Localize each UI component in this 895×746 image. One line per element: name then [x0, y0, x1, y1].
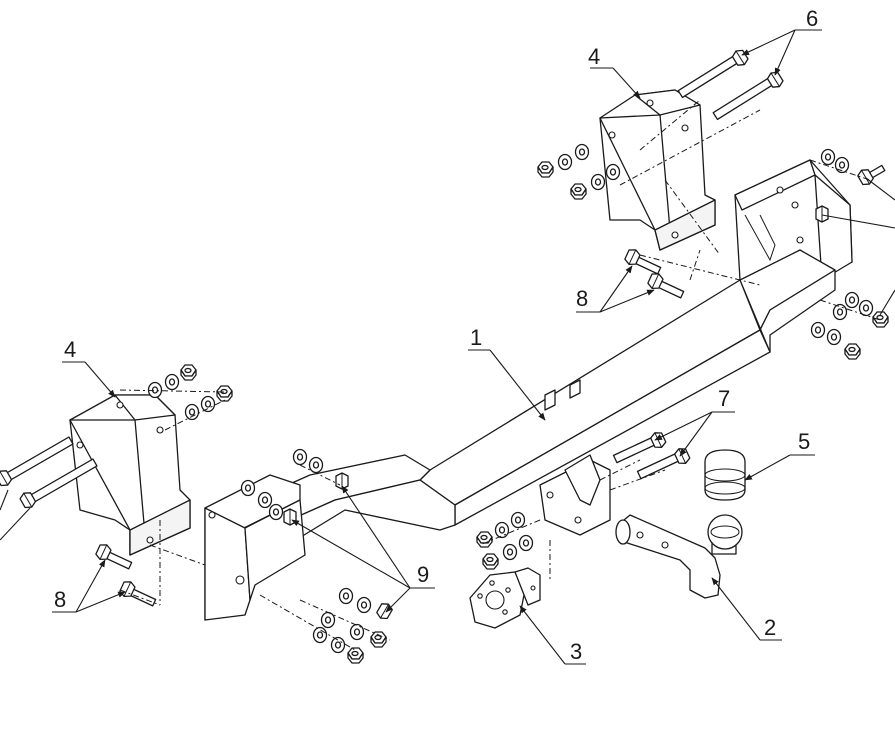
callout-label-4-lower: 4	[64, 337, 76, 362]
callout-label-7: 7	[718, 386, 730, 411]
drawbar-part-2	[615, 514, 743, 599]
callout-leaders	[0, 29, 895, 665]
callout-label-3: 3	[570, 639, 582, 664]
callout-label-4-upper: 4	[588, 44, 600, 69]
fasteners-center	[476, 511, 534, 570]
bolts-part-8-left	[93, 541, 157, 607]
callout-label-2: 2	[764, 615, 776, 640]
callout-label-5: 5	[798, 429, 810, 454]
ball-cover-part-5	[704, 449, 746, 501]
callout-label-8-upper: 8	[576, 286, 588, 311]
bolts-part-8-right	[622, 246, 685, 299]
callout-label-1: 1	[470, 325, 482, 350]
bolts-left-long	[0, 436, 98, 511]
callout-label-8-lower: 8	[54, 587, 66, 612]
socket-bracket-part-3	[469, 567, 541, 629]
crossbeam-part-1	[204, 159, 853, 621]
bolts-part-6	[677, 47, 786, 121]
callout-label-6: 6	[806, 6, 818, 31]
alignment-lines	[119, 99, 881, 651]
callout-label-9: 9	[417, 562, 429, 587]
bracket-left-part-4	[69, 394, 191, 556]
bracket-right-part-4	[599, 89, 716, 251]
